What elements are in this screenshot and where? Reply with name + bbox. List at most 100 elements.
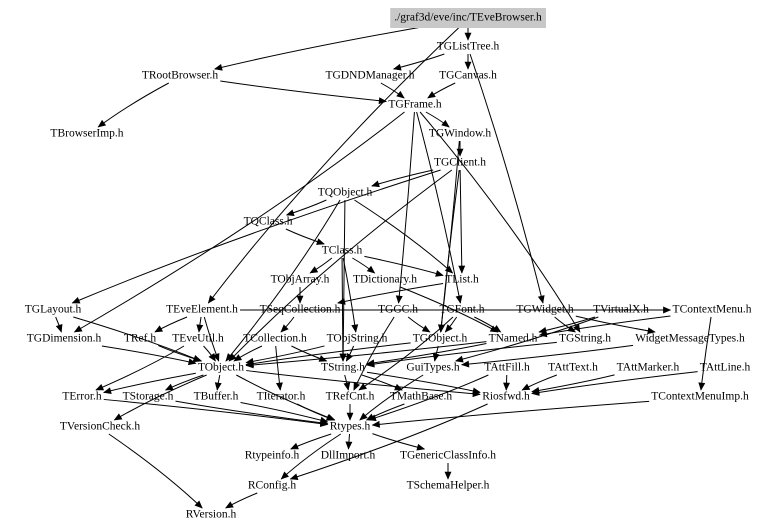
node-tgwindow[interactable]: TGWindow.h <box>429 128 492 140</box>
node-label: TString.h <box>321 362 365 374</box>
edge-line <box>73 316 201 362</box>
node-teveutil[interactable]: TEveUtil.h <box>172 333 224 345</box>
node-tgwidget[interactable]: TGWidget.h <box>516 304 574 316</box>
edge-tattfill-to-riosfwd <box>503 374 510 391</box>
node-tobjstring[interactable]: TObjString.h <box>327 333 388 345</box>
node-tgdimension[interactable]: TGDimension.h <box>27 333 102 345</box>
node-rtypeinfo[interactable]: Rtypeinfo.h <box>245 450 300 462</box>
node-tcollection[interactable]: TCollection.h <box>243 333 307 345</box>
node-tcontextmenuimp[interactable]: TContextMenuImp.h <box>651 391 749 403</box>
node-tstring[interactable]: TString.h <box>321 362 365 374</box>
node-tgenericclassinfo[interactable]: TGenericClassInfo.h <box>400 450 496 462</box>
node-tgobject[interactable]: TGObject.h <box>413 333 468 345</box>
node-label: TGString.h <box>559 333 611 345</box>
node-tqobject[interactable]: TQObject.h <box>318 187 373 199</box>
node-tglisttree[interactable]: TGListTree.h <box>437 41 500 53</box>
node-label: TRef.h <box>124 333 157 345</box>
arrow-head <box>521 383 531 391</box>
node-tnamed[interactable]: TNamed.h <box>489 333 538 345</box>
arrow-head <box>394 383 403 391</box>
node-guitypes[interactable]: GuiTypes.h <box>406 362 459 374</box>
node-label: TIterator.h <box>257 391 306 403</box>
node-label: TEveUtil.h <box>172 333 224 345</box>
edge-line <box>337 283 444 304</box>
node-tobjarray[interactable]: TObjArray.h <box>271 274 330 286</box>
node-tatttext[interactable]: TAttText.h <box>548 362 598 374</box>
arrow-head <box>464 32 472 41</box>
edge-layer <box>55 24 712 509</box>
edge-tggc-to-tgobject <box>407 316 431 333</box>
node-tgstring[interactable]: TGString.h <box>559 333 611 345</box>
node-label: TGenericClassInfo.h <box>400 450 496 462</box>
node-label: TBrowserImp.h <box>50 128 123 140</box>
node-dllimport[interactable]: DllImport.h <box>321 450 376 462</box>
node-tlist[interactable]: TList.h <box>445 274 479 286</box>
arrow-head <box>351 324 359 333</box>
edge-line <box>416 111 461 304</box>
node-tobject[interactable]: TObject.h <box>198 362 244 374</box>
node-tschemahelper[interactable]: TSchemaHelper.h <box>407 480 490 492</box>
edge-line <box>95 345 185 391</box>
node-tgfont[interactable]: TGFont.h <box>439 304 484 316</box>
arrow-head <box>225 353 234 362</box>
node-widgetmessagetypes[interactable]: WidgetMessageTypes.h <box>635 333 745 345</box>
arrow-head <box>472 387 481 395</box>
edge-rtypes-to-rconfig <box>280 433 342 480</box>
node-tclass[interactable]: TClass.h <box>322 245 363 257</box>
node-teveelement[interactable]: TEveElement.h <box>166 304 238 316</box>
arrow-head <box>698 382 706 391</box>
edge-tseqcollection-to-tcollection <box>280 316 295 333</box>
edge-tlist-to-tseqcollection <box>337 283 444 305</box>
node-tattline[interactable]: TAttLine.h <box>700 362 751 374</box>
node-terror[interactable]: TError.h <box>62 391 102 403</box>
edge-line <box>539 315 671 336</box>
arrow-head <box>366 265 376 274</box>
node-tversioncheck[interactable]: TVersionCheck.h <box>60 421 140 433</box>
arrow-head <box>245 361 254 369</box>
node-trefcnt[interactable]: TRefCnt.h <box>326 391 375 403</box>
arrow-head <box>207 295 216 304</box>
node-tcontextmenu[interactable]: TContextMenu.h <box>673 304 752 316</box>
node-tdictionary[interactable]: TDictionary.h <box>353 274 417 286</box>
node-label: TSeqCollection.h <box>260 304 341 316</box>
node-titerator[interactable]: TIterator.h <box>257 391 306 403</box>
edge-tgstring-to-tstring <box>366 341 557 368</box>
node-rconfig[interactable]: RConfig.h <box>248 480 296 492</box>
node-tstorage[interactable]: TStorage.h <box>123 391 174 403</box>
node-tggc[interactable]: TGGC.h <box>378 304 418 316</box>
node-label: TObject.h <box>198 362 244 374</box>
node-rtypes[interactable]: Rtypes.h <box>330 421 371 433</box>
node-tseqcollection[interactable]: TSeqCollection.h <box>260 304 341 316</box>
node-trootbrowser[interactable]: TRootBrowser.h <box>142 70 219 82</box>
node-tbuffer[interactable]: TBuffer.h <box>194 391 239 403</box>
arrow-head <box>392 63 402 71</box>
node-tgcanvas[interactable]: TGCanvas.h <box>439 70 497 82</box>
node-root[interactable]: ./graf3d/eve/inc/TEveBrowser.h <box>390 8 547 28</box>
arrow-head <box>95 383 105 391</box>
arrow-head <box>427 91 436 99</box>
node-label: TAttText.h <box>548 362 598 374</box>
node-tbrowserimp[interactable]: TBrowserImp.h <box>50 128 123 140</box>
edge-line <box>461 344 634 366</box>
node-rversion[interactable]: RVersion.h <box>186 509 237 521</box>
node-tattfill[interactable]: TAttFill.h <box>484 362 530 374</box>
node-label: TRefCnt.h <box>326 391 375 403</box>
node-tref[interactable]: TRef.h <box>124 333 157 345</box>
node-label: TVersionCheck.h <box>60 421 140 433</box>
node-tglayout[interactable]: TGLayout.h <box>25 304 82 316</box>
arrow-head <box>359 412 368 421</box>
node-tqclass[interactable]: TQClass.h <box>244 216 293 228</box>
edge-tgfont-to-tnamed <box>474 316 502 333</box>
arrow-head <box>460 360 470 368</box>
node-tgclient[interactable]: TGClient.h <box>434 157 486 169</box>
node-tmathbase[interactable]: TMathBase.h <box>390 391 453 403</box>
edge-line <box>531 371 698 395</box>
node-label: TContextMenuImp.h <box>651 391 749 403</box>
node-riosfwd[interactable]: Riosfwd.h <box>482 391 530 403</box>
node-tgframe[interactable]: TGFrame.h <box>388 99 442 111</box>
node-tattmarker[interactable]: TAttMarker.h <box>617 362 680 374</box>
node-tvirtualx[interactable]: TVirtualX.h <box>593 304 649 316</box>
edge-line <box>74 111 405 333</box>
node-tgdndmanager[interactable]: TGDNDManager.h <box>325 70 414 82</box>
node-label: DllImport.h <box>321 450 376 462</box>
